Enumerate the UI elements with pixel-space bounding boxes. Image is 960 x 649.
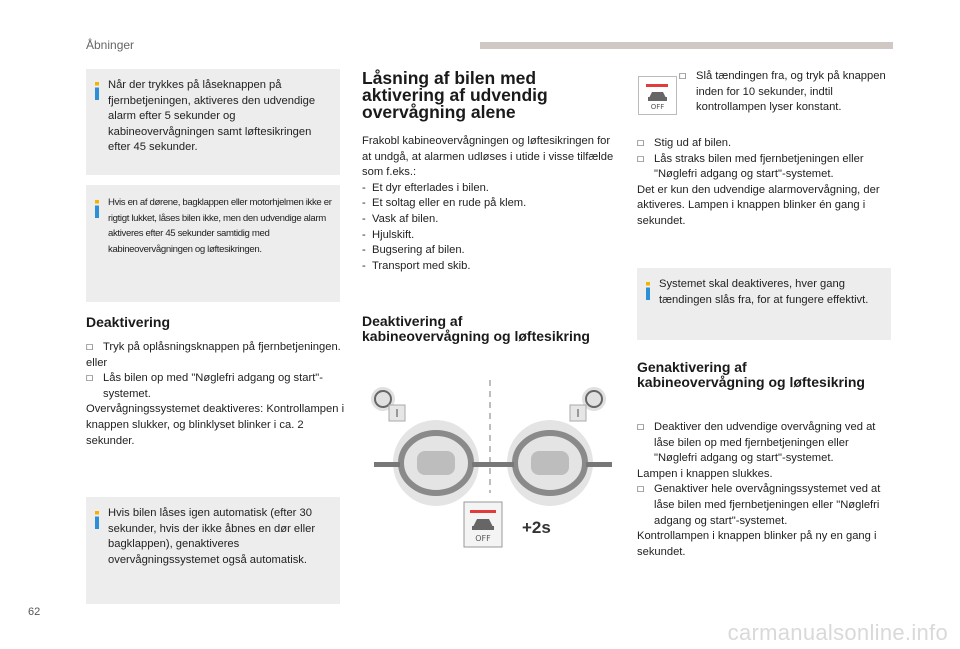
page-number: 62	[28, 606, 41, 618]
steering-wheel-icon	[488, 420, 612, 506]
lock-intro: Frakobl kabineovervågningen og løftesikr…	[362, 134, 618, 274]
paragraph: Det er kun den udvendige alarmovervågnin…	[637, 183, 880, 227]
heading-deactivate-interior: Deaktivering af kabineovervågning og løf…	[362, 313, 590, 344]
paragraph: Overvågningssystemet deaktiveres: Kontro…	[86, 403, 345, 447]
list-item: -Et dyr efterlades i bilen.	[362, 181, 489, 194]
list-item: -Transport med skib.	[362, 259, 471, 272]
note-text: Systemet skal deaktiveres, hver gang tæn…	[659, 278, 869, 306]
dashboard-illustration: OFF +2s	[371, 380, 612, 548]
step-item: ☐Deaktiver den udvendige overvågning ved…	[637, 421, 876, 465]
step-item: ☐Stig ud af bilen.	[637, 136, 893, 152]
checkbox-icon: ☐	[637, 139, 645, 148]
reactivation-steps: ☐Deaktiver den udvendige overvågning ved…	[637, 420, 893, 560]
or-text: eller	[86, 356, 108, 369]
header-divider	[480, 42, 893, 49]
checkbox-icon: ☐	[86, 374, 94, 384]
deactivation-steps: ☐Tryk på oplåsningsknappen på fjernbetje…	[86, 340, 346, 449]
small-steering-wheel-icon	[569, 387, 606, 422]
checkbox-icon: ☐	[86, 343, 94, 352]
note-marker-icon	[95, 200, 99, 218]
heading-deaktivering: Deaktivering	[86, 314, 171, 330]
step-item: ☐Tryk på oplåsningsknappen på fjernbetje…	[86, 340, 346, 356]
checkbox-icon: ☐	[637, 423, 645, 432]
checkbox-icon: ☐	[679, 72, 687, 81]
paragraph: Kontrollampen i knappen blinker på ny en…	[637, 530, 877, 558]
note-marker-icon	[95, 82, 99, 100]
heading-lock-exterior: Låsning af bilen med aktivering af udven…	[362, 68, 548, 122]
watermark: carmanualsonline.info	[727, 620, 948, 645]
step-item: ☐Lås bilen op med "Nøglefri adgang og st…	[86, 372, 324, 400]
info-note: Når der trykkes på låseknappen på fjernb…	[86, 69, 340, 175]
list-item: -Vask af bilen.	[362, 212, 439, 225]
small-steering-wheel-icon	[371, 387, 406, 422]
paragraph: Lampen i knappen slukkes.	[637, 467, 773, 480]
off-label: OFF	[475, 534, 491, 543]
checkbox-icon: ☐	[637, 485, 645, 495]
alarm-off-button-icon: OFF	[638, 76, 677, 115]
off-label: OFF	[651, 103, 665, 111]
paragraph: Frakobl kabineovervågningen og løftesikr…	[362, 135, 614, 179]
note-text: Når der trykkes på låseknappen på fjernb…	[108, 79, 316, 154]
checkbox-icon: ☐	[637, 154, 645, 164]
list-item: -Bugsering af bilen.	[362, 244, 465, 257]
step-item: ☐Slå tændingen fra, og tryk på knappen i…	[679, 70, 886, 114]
step-item: ☐Genaktiver hele overvågningssystemet ve…	[637, 483, 881, 527]
note-text: Hvis en af dørene, bagklappen eller moto…	[108, 197, 332, 255]
note-marker-icon	[95, 511, 99, 529]
info-note: Hvis bilen låses igen automatisk (efter …	[86, 497, 340, 604]
note-text: Hvis bilen låses igen automatisk (efter …	[108, 507, 316, 566]
step-ignition: ☐Slå tændingen fra, og tryk på knappen i…	[679, 69, 891, 116]
warning-note: Hvis en af dørene, bagklappen eller moto…	[86, 185, 340, 302]
duration-label: +2s	[522, 518, 551, 537]
step-item: ☐Lås straks bilen med fjernbetjeningen e…	[637, 152, 864, 181]
heading-reactivation: Genaktivering af kabineovervågning og lø…	[637, 359, 865, 390]
info-note: Systemet skal deaktiveres, hver gang tæn…	[637, 268, 891, 340]
steering-wheel-icon	[374, 420, 498, 506]
section-title: Åbninger	[86, 38, 135, 52]
list-item: -Hjulskift.	[362, 228, 415, 241]
list-item: -Et soltag eller en rude på klem.	[362, 197, 527, 210]
lock-steps: ☐Stig ud af bilen. ☐Lås straks bilen med…	[637, 136, 893, 230]
alarm-off-button-icon: OFF	[463, 501, 503, 548]
note-marker-icon	[646, 282, 650, 300]
